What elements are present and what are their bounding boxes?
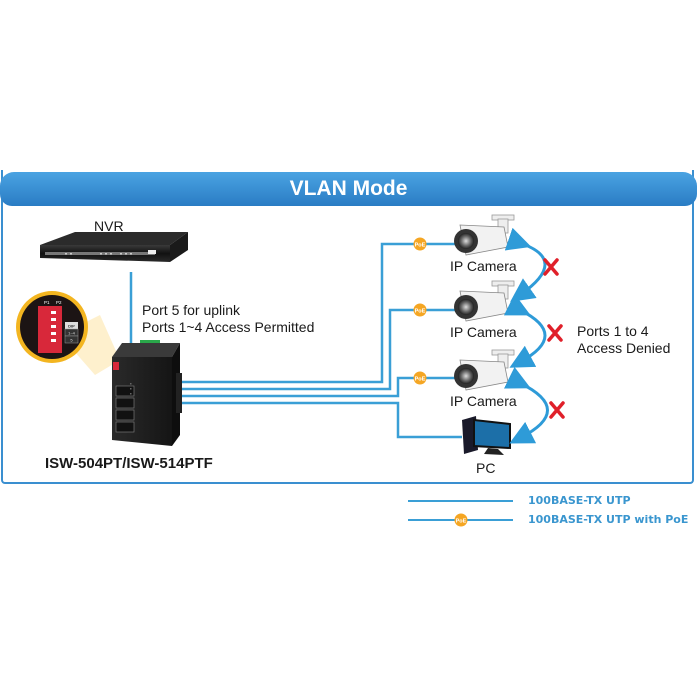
legend-poe-badge <box>454 513 468 527</box>
dip-switch-callout: P1 P2 DIP 1~4 5 <box>16 291 120 375</box>
deny-arrows <box>503 227 549 444</box>
nvr-icon <box>40 232 188 262</box>
legend-label-utp: 100BASE-TX UTP <box>528 494 631 507</box>
deny-x-icon-2 <box>547 324 563 342</box>
pc-label: PC <box>476 460 496 476</box>
switch-label: ISW-504PT/ISW-514PTF <box>45 455 213 472</box>
uplink-annotation-line1: Port 5 for uplink <box>142 302 241 318</box>
poe-badge-3: PoE <box>413 371 427 385</box>
svg-text:DIP: DIP <box>68 324 75 329</box>
legend: PoE <box>408 500 513 527</box>
pc-icon <box>462 416 511 455</box>
deny-x-icon-3 <box>549 401 565 419</box>
denied-annotation-line2: Access Denied <box>577 340 671 356</box>
uplink-annotation-line2: Ports 1~4 Access Permitted <box>142 319 315 335</box>
switch-icon <box>112 340 182 446</box>
svg-text:PoE: PoE <box>415 309 426 315</box>
camera-icon-2 <box>454 280 515 322</box>
camera-label-1: IP Camera <box>450 258 517 274</box>
deny-arrow-2 <box>503 293 547 368</box>
deny-arrow-3 <box>503 366 549 444</box>
cable-pc <box>180 401 462 439</box>
camera-label-3: IP Camera <box>450 393 517 409</box>
denied-annotation-line1: Ports 1 to 4 <box>577 323 649 339</box>
diagram-title: VLAN Mode <box>289 177 408 200</box>
svg-text:PoE: PoE <box>415 377 426 383</box>
svg-text:P2: P2 <box>56 300 62 305</box>
poe-badge-1: PoE <box>413 237 427 251</box>
svg-text:PoE: PoE <box>415 243 426 249</box>
header-bar <box>0 172 697 206</box>
nvr-label: NVR <box>94 218 124 234</box>
deny-x-icon-1 <box>543 258 559 276</box>
legend-label-poe: 100BASE-TX UTP with PoE <box>528 513 689 526</box>
camera-icon-3 <box>454 349 515 391</box>
svg-text:PoE: PoE <box>456 519 467 525</box>
poe-badge-2: PoE <box>413 303 427 317</box>
svg-text:1~4: 1~4 <box>68 331 76 336</box>
camera-icon-1 <box>454 214 515 256</box>
deny-arrow-1 <box>504 227 547 302</box>
camera-label-2: IP Camera <box>450 324 517 340</box>
port-cables <box>180 242 462 439</box>
svg-text:5: 5 <box>70 338 73 343</box>
dip-switch-block <box>38 306 62 353</box>
svg-text:P1: P1 <box>44 300 50 305</box>
